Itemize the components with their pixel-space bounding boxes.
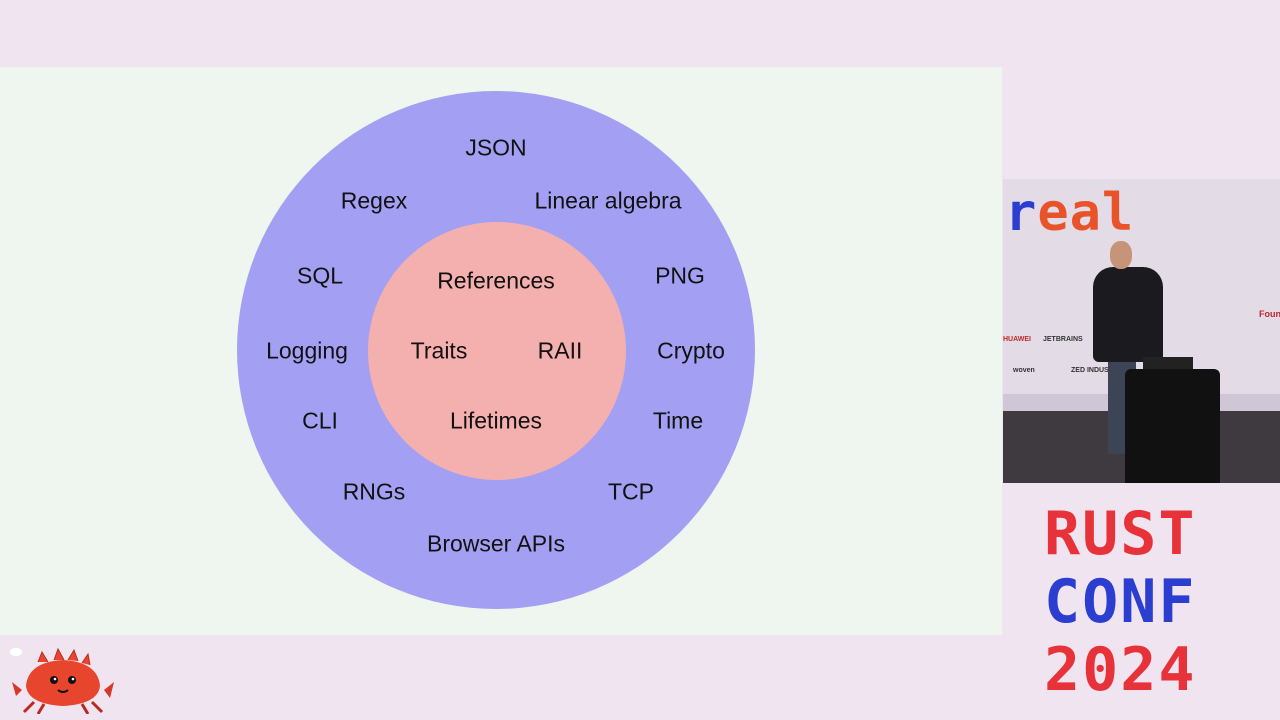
speaker-head bbox=[1110, 241, 1132, 269]
logo-line-rust: RUST bbox=[1044, 499, 1197, 569]
outer-label-logging: Logging bbox=[266, 337, 348, 364]
outer-label-time: Time bbox=[652, 407, 704, 434]
speaker-video: real JETBRAINS HUAWEI woven ZED INDUSTRI… bbox=[1003, 179, 1280, 483]
outer-label-sql: SQL bbox=[296, 262, 344, 289]
logo-line-conf: CONF bbox=[1044, 567, 1197, 637]
laptop bbox=[1143, 357, 1193, 369]
inner-label-traits: Traits bbox=[410, 337, 468, 364]
outer-label-cli: CLI bbox=[302, 407, 338, 434]
speaker-body bbox=[1093, 267, 1163, 362]
logo-line-year: 2024 bbox=[1044, 635, 1197, 705]
outer-label-rngs: RNGs bbox=[342, 478, 406, 505]
outer-label-tcp: TCP bbox=[608, 478, 654, 505]
sponsor-logo: Foun bbox=[1259, 309, 1280, 319]
rustconf-logo: RUST CONF 2024 bbox=[1044, 500, 1244, 704]
inner-label-lifetimes: Lifetimes bbox=[449, 407, 543, 434]
outer-label-json: JSON bbox=[465, 134, 527, 161]
sponsor-logo: ZED INDUSTRIES bbox=[1071, 367, 1130, 374]
outer-label-crypto: Crypto bbox=[657, 337, 725, 364]
sponsor-logo: HUAWEI bbox=[1003, 336, 1031, 343]
stage-banner: real bbox=[1005, 183, 1134, 243]
inner-label-raii: RAII bbox=[537, 337, 583, 364]
sponsor-logo: JETBRAINS bbox=[1043, 336, 1083, 343]
presentation-slide: JSON Regex Linear algebra SQL PNG Loggin… bbox=[0, 67, 1002, 635]
outer-label-png: PNG bbox=[655, 262, 705, 289]
inner-label-references: References bbox=[437, 267, 555, 294]
ferris-crab-icon bbox=[10, 647, 114, 714]
outer-label-regex: Regex bbox=[340, 187, 408, 214]
outer-label-browser-apis: Browser APIs bbox=[426, 530, 566, 557]
sponsor-logo: woven bbox=[1013, 367, 1035, 374]
stage-banner-letter: r bbox=[1005, 183, 1038, 243]
podium bbox=[1125, 369, 1220, 483]
outer-label-linear-algebra: Linear algebra bbox=[534, 187, 682, 214]
stage-banner-word: eal bbox=[1037, 183, 1135, 243]
inner-circle bbox=[368, 222, 626, 480]
